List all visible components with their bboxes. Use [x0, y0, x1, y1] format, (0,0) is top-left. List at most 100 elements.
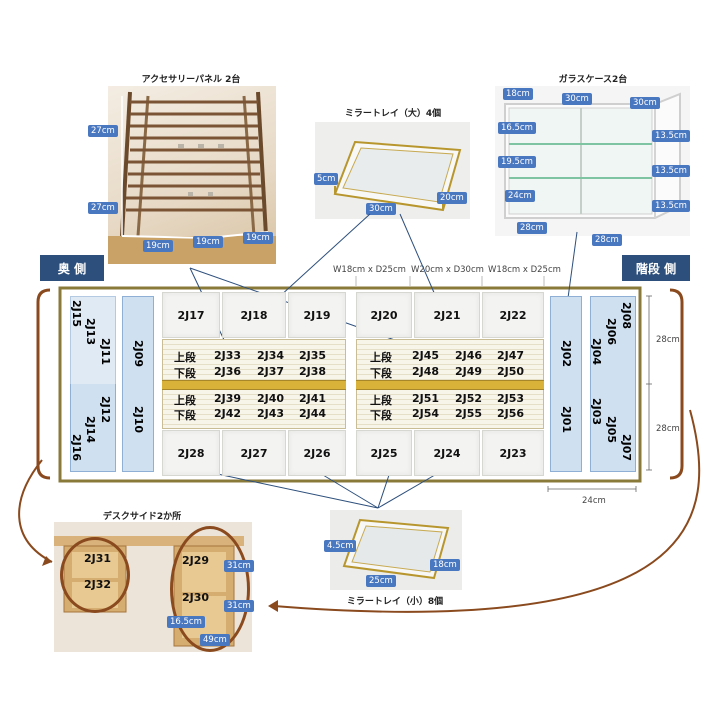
panel-slot-2J36: 2J36 [214, 365, 242, 378]
box-2J27: 2J27 [222, 430, 286, 476]
panel-slot-2J37: 2J37 [257, 365, 285, 378]
dim-label: 28cm [592, 234, 622, 246]
panel-slot-2J55: 2J55 [455, 407, 483, 420]
box-2J21: 2J21 [414, 292, 480, 338]
case-label-2J07: 2J07 [620, 434, 633, 462]
box-2J25: 2J25 [356, 430, 412, 476]
dim-label: 49cm [200, 634, 230, 646]
panel-slot-2J46: 2J46 [455, 349, 483, 362]
box-2J20: 2J20 [356, 292, 412, 338]
dim-label: 19cm [143, 240, 173, 252]
panel-divider-right [356, 380, 544, 390]
dim-label: 30cm [630, 97, 660, 109]
back-side-label: 奥 側 [40, 255, 104, 281]
dim-label: 13.5cm [652, 200, 690, 212]
case-label-2J02: 2J02 [560, 340, 573, 368]
glass-case-left-outer [70, 296, 116, 472]
mirror-tray-small-caption: ミラートレイ（小）8個 [346, 597, 444, 607]
case-label-2J14: 2J14 [84, 416, 97, 444]
dim-label: 5cm [314, 173, 339, 185]
desk-slot-2J29: 2J29 [182, 554, 210, 567]
box-2J23: 2J23 [482, 430, 544, 476]
panel-slot-2J50: 2J50 [497, 365, 525, 378]
box-2J18: 2J18 [222, 292, 286, 338]
dim-label: 27cm [88, 125, 118, 137]
dim-label: 30cm [562, 93, 592, 105]
case-label-2J16: 2J16 [70, 434, 83, 462]
panel-slot-2J40: 2J40 [257, 392, 285, 405]
panel-slot-2J38: 2J38 [299, 365, 327, 378]
accessory-panel-caption: アクセサリーパネル 2台 [141, 75, 241, 85]
case-label-2J13: 2J13 [84, 318, 97, 346]
tier-label-lower: 下段 [174, 409, 196, 422]
dim-label: 27cm [88, 202, 118, 214]
desk-slot-2J31: 2J31 [84, 552, 112, 565]
case-label-2J15: 2J15 [70, 300, 83, 328]
panel-slot-2J51: 2J51 [412, 392, 440, 405]
panel-slot-2J49: 2J49 [455, 365, 483, 378]
dim-label: 20cm [437, 192, 467, 204]
case-label-2J01: 2J01 [560, 406, 573, 434]
dim-label: 25cm [366, 575, 396, 587]
tier-label-upper: 上段 [370, 394, 392, 407]
panel-slot-2J47: 2J47 [497, 349, 525, 362]
case-label-2J03: 2J03 [590, 398, 603, 426]
dim-label: 31cm [224, 600, 254, 612]
box-2J28: 2J28 [162, 430, 220, 476]
box-2J24: 2J24 [414, 430, 480, 476]
glass-case-left-outer-upper [70, 296, 116, 384]
panel-slot-2J54: 2J54 [412, 407, 440, 420]
desk-slot-2J32: 2J32 [84, 578, 112, 591]
tray-size-label: W18cm x D25cm [488, 265, 561, 275]
panel-slot-2J52: 2J52 [455, 392, 483, 405]
case-label-2J11: 2J11 [99, 338, 112, 366]
dim-label: 28cm [656, 335, 680, 345]
dim-label: 16.5cm [167, 616, 205, 628]
tier-label-upper: 上段 [174, 351, 196, 364]
tier-label-upper: 上段 [370, 351, 392, 364]
box-2J22: 2J22 [482, 292, 544, 338]
dim-label: 19.5cm [498, 156, 536, 168]
box-2J26: 2J26 [288, 430, 346, 476]
case-label-2J10: 2J10 [132, 406, 145, 434]
panel-slot-2J35: 2J35 [299, 349, 327, 362]
desk-side-left-highlight [60, 537, 130, 613]
case-label-2J12: 2J12 [99, 396, 112, 424]
desk-side-right-highlight [170, 526, 250, 652]
case-label-2J06: 2J06 [605, 318, 618, 346]
panel-slot-2J39: 2J39 [214, 392, 242, 405]
glass-case-left-tall [122, 296, 154, 472]
glass-case-right-tall [550, 296, 582, 472]
case-label-2J08: 2J08 [620, 302, 633, 330]
tier-label-lower: 下段 [370, 409, 392, 422]
desk-slot-2J30: 2J30 [182, 591, 210, 604]
dim-label: 31cm [224, 560, 254, 572]
dim-label: 28cm [656, 424, 680, 434]
panel-slot-2J41: 2J41 [299, 392, 327, 405]
glass-case-caption: ガラスケース2台 [558, 75, 628, 85]
tier-label-lower: 下段 [370, 367, 392, 380]
panel-slot-2J48: 2J48 [412, 365, 440, 378]
mirror-tray-small-drawing [342, 518, 450, 580]
box-2J19: 2J19 [288, 292, 346, 338]
panel-slot-2J43: 2J43 [257, 407, 285, 420]
desk-side-caption: デスクサイド2か所 [102, 512, 182, 522]
panel-slot-2J45: 2J45 [412, 349, 440, 362]
dim-label: 19cm [243, 232, 273, 244]
panel-divider-left [162, 380, 346, 390]
case-label-2J09: 2J09 [132, 340, 145, 368]
dim-label: 19cm [193, 236, 223, 248]
mirror-tray-large-drawing [333, 140, 462, 212]
panel-slot-2J34: 2J34 [257, 349, 285, 362]
case-label-2J05: 2J05 [605, 416, 618, 444]
panel-slot-2J44: 2J44 [299, 407, 327, 420]
panel-slot-2J42: 2J42 [214, 407, 242, 420]
glass-case-photo [495, 86, 690, 236]
dim-label: 4.5cm [324, 540, 357, 552]
mirror-tray-large-caption: ミラートレイ（大）4個 [344, 109, 442, 119]
panel-slot-2J33: 2J33 [214, 349, 242, 362]
glass-case-right-outer [590, 296, 636, 472]
panel-slot-2J53: 2J53 [497, 392, 525, 405]
tier-label-lower: 下段 [174, 367, 196, 380]
tier-label-upper: 上段 [174, 394, 196, 407]
